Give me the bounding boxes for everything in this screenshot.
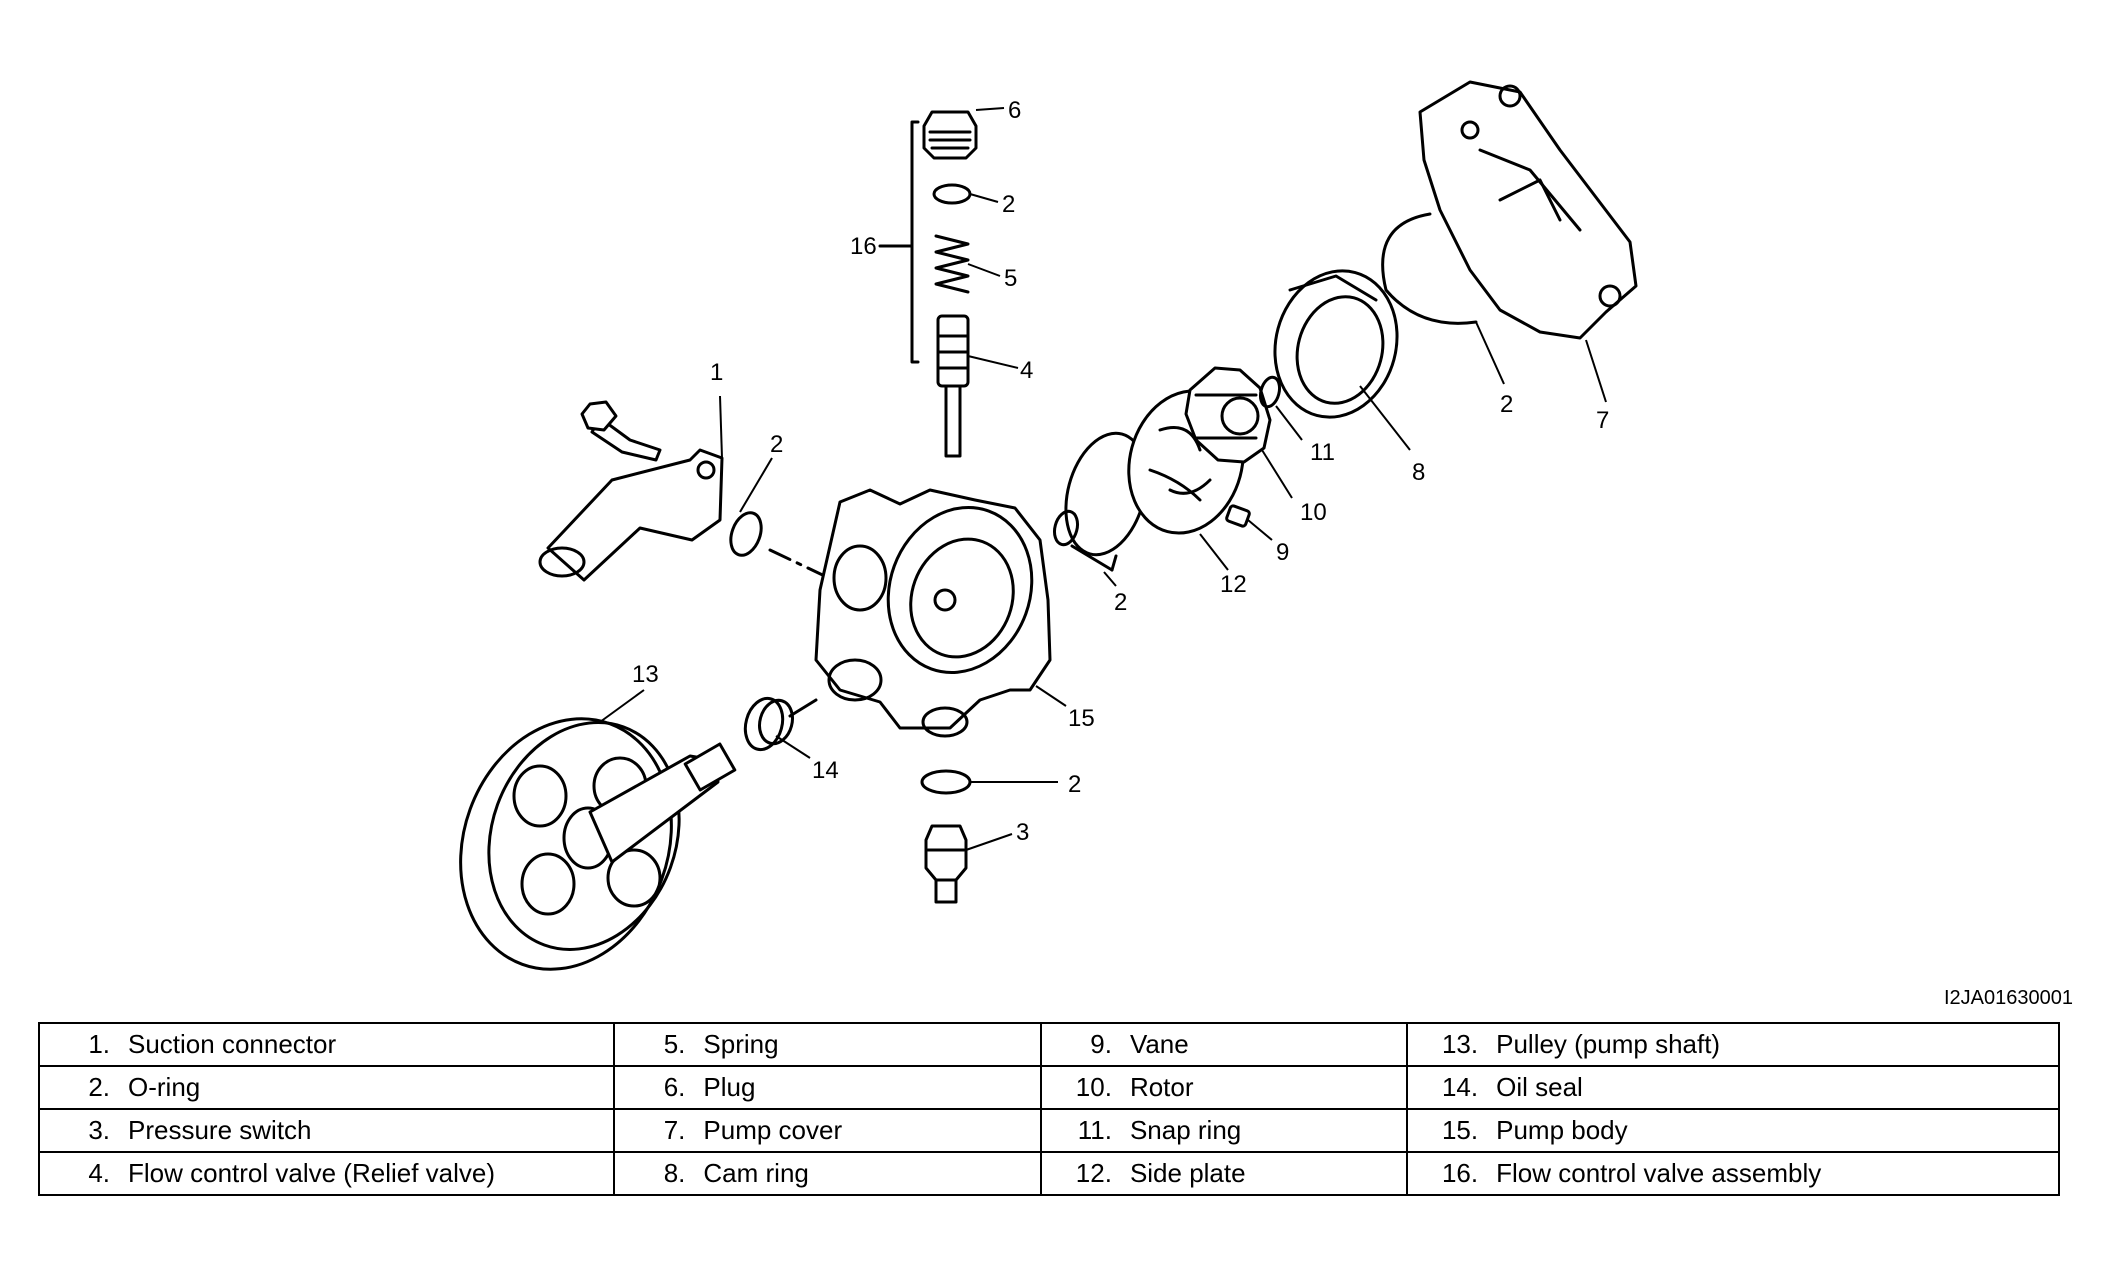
part-number: 9. [1090,1029,1112,1059]
vane-part [1225,504,1251,528]
legend-cell: 6. Plug [613,1065,1042,1110]
part-number: 4. [88,1158,110,1188]
part-name: Suction connector [128,1029,337,1059]
valve-assembly-bracket [910,120,920,364]
legend-cell: 12. Side plate [1039,1151,1409,1196]
table-row: 2. O-ring 6. Plug 10. Rotor 14. Oil seal [37,1065,2060,1110]
spring-part [934,234,970,294]
part-number: 14. [1441,1072,1479,1102]
callout-9: 9 [1276,539,1289,566]
part-name: Oil seal [1496,1072,1583,1102]
legend-cell: 8. Cam ring [613,1151,1042,1196]
table-row: 3. Pressure switch 7. Pump cover 11. Snap r… [37,1108,2060,1153]
part-name: Cam ring [703,1158,809,1188]
legend-cell: 4. Flow control valve (Relief valve) [37,1151,616,1196]
o-ring-bottom [920,769,972,795]
oil-seal-part [743,696,794,752]
table-row: 4. Flow control valve (Relief valve) 8. Ca… [37,1151,2060,1196]
part-name: Vane [1129,1029,1189,1059]
callout-12: 12 [1220,571,1247,598]
o-ring-top [932,183,972,205]
callout-1: 1 [710,359,723,386]
table-row: 1. Suction connector 5. Spring 9. Vane 13. P… [37,1022,2060,1067]
pulley-part [459,717,737,971]
part-number: 6. [663,1072,686,1102]
part-name: Pressure switch [128,1115,312,1145]
leader-lines [599,107,1607,851]
callout-11: 11 [1310,439,1335,466]
part-number: 12. [1075,1158,1112,1188]
part-name: O-ring [128,1072,201,1102]
part-number: 5. [663,1029,686,1059]
callout-2-switch: 2 [1068,771,1081,798]
part-number: 11. [1077,1115,1112,1145]
part-number: 8. [663,1158,686,1188]
part-name: Plug [703,1072,756,1102]
legend-cell: 3. Pressure switch [37,1108,616,1153]
callout-14: 14 [812,757,839,784]
legend-cell: 10. Rotor [1039,1065,1409,1110]
pump-cover-part [1418,80,1638,340]
legend-cell: 13. Pulley (pump shaft) [1406,1022,2060,1067]
callout-5: 5 [1004,265,1017,292]
callout-7: 7 [1596,407,1609,434]
part-number: 7. [663,1115,686,1145]
pump-body-part [814,488,1052,738]
callout-4: 4 [1020,357,1033,384]
part-name: Flow control valve assembly [1496,1158,1822,1188]
rotor-part [1184,366,1272,464]
part-name: Pulley (pump shaft) [1496,1029,1721,1059]
callout-8: 8 [1412,459,1425,486]
callout-2-cover: 2 [1500,391,1513,418]
callout-10: 10 [1300,499,1327,526]
part-number: 3. [88,1115,110,1145]
suction-connector-part [538,400,724,582]
callout-2-suction: 2 [770,431,783,458]
callout-3: 3 [1016,819,1029,846]
callout-2-plug: 2 [1002,191,1015,218]
part-number: 16. [1441,1158,1479,1188]
legend-cell: 9. Vane [1039,1022,1409,1067]
o-ring-cover [1381,212,1478,325]
snap-ring-part [1258,375,1282,409]
legend-cell: 7. Pump cover [613,1108,1042,1153]
callout-2-side-plate: 2 [1114,589,1127,616]
legend-cell: 2. O-ring [37,1065,616,1110]
figure-code: I2JA01630001 [1944,987,2074,1009]
legend-cell: 16. Flow control valve assembly [1406,1151,2060,1196]
part-name: Flow control valve (Relief valve) [128,1158,496,1188]
part-name: Rotor [1129,1072,1194,1102]
plug-part [922,110,978,160]
pressure-switch-part [924,824,968,904]
part-number: 13. [1441,1029,1479,1059]
part-name: Pump cover [703,1115,843,1145]
exploded-view-diagram: 6 2 16 5 4 1 2 2 12 9 10 11 8 2 7 15 13 … [459,80,1638,971]
legend-cell: 14. Oil seal [1406,1065,2060,1110]
part-number: 1. [88,1029,110,1059]
part-name: Side plate [1129,1158,1246,1188]
callout-13: 13 [632,661,659,688]
callout-16: 16 [850,233,877,260]
parts-legend-table: 1. Suction connector 5. Spring 9. Vane 13. P… [37,1022,2060,1196]
legend-cell: 1. Suction connector [37,1022,616,1067]
flow-control-valve-part [936,314,970,458]
cam-ring-part [1273,269,1399,419]
part-number: 10. [1075,1072,1112,1102]
legend-cell: 5. Spring [613,1022,1042,1067]
callout-labels: 6 2 16 5 4 1 2 2 12 9 10 11 8 2 7 15 13 … [632,97,1609,846]
callout-6: 6 [1008,97,1021,124]
part-number: 2. [88,1072,110,1102]
part-name: Snap ring [1129,1115,1242,1145]
legend-cell: 11. Snap ring [1039,1108,1409,1153]
part-name: Pump body [1496,1115,1628,1145]
o-ring-suction [729,511,763,557]
part-number: 15. [1441,1115,1479,1145]
legend-cell: 15. Pump body [1406,1108,2060,1153]
part-name: Spring [703,1029,779,1059]
callout-15: 15 [1068,705,1095,732]
o-ring-middle-small [1052,509,1080,547]
